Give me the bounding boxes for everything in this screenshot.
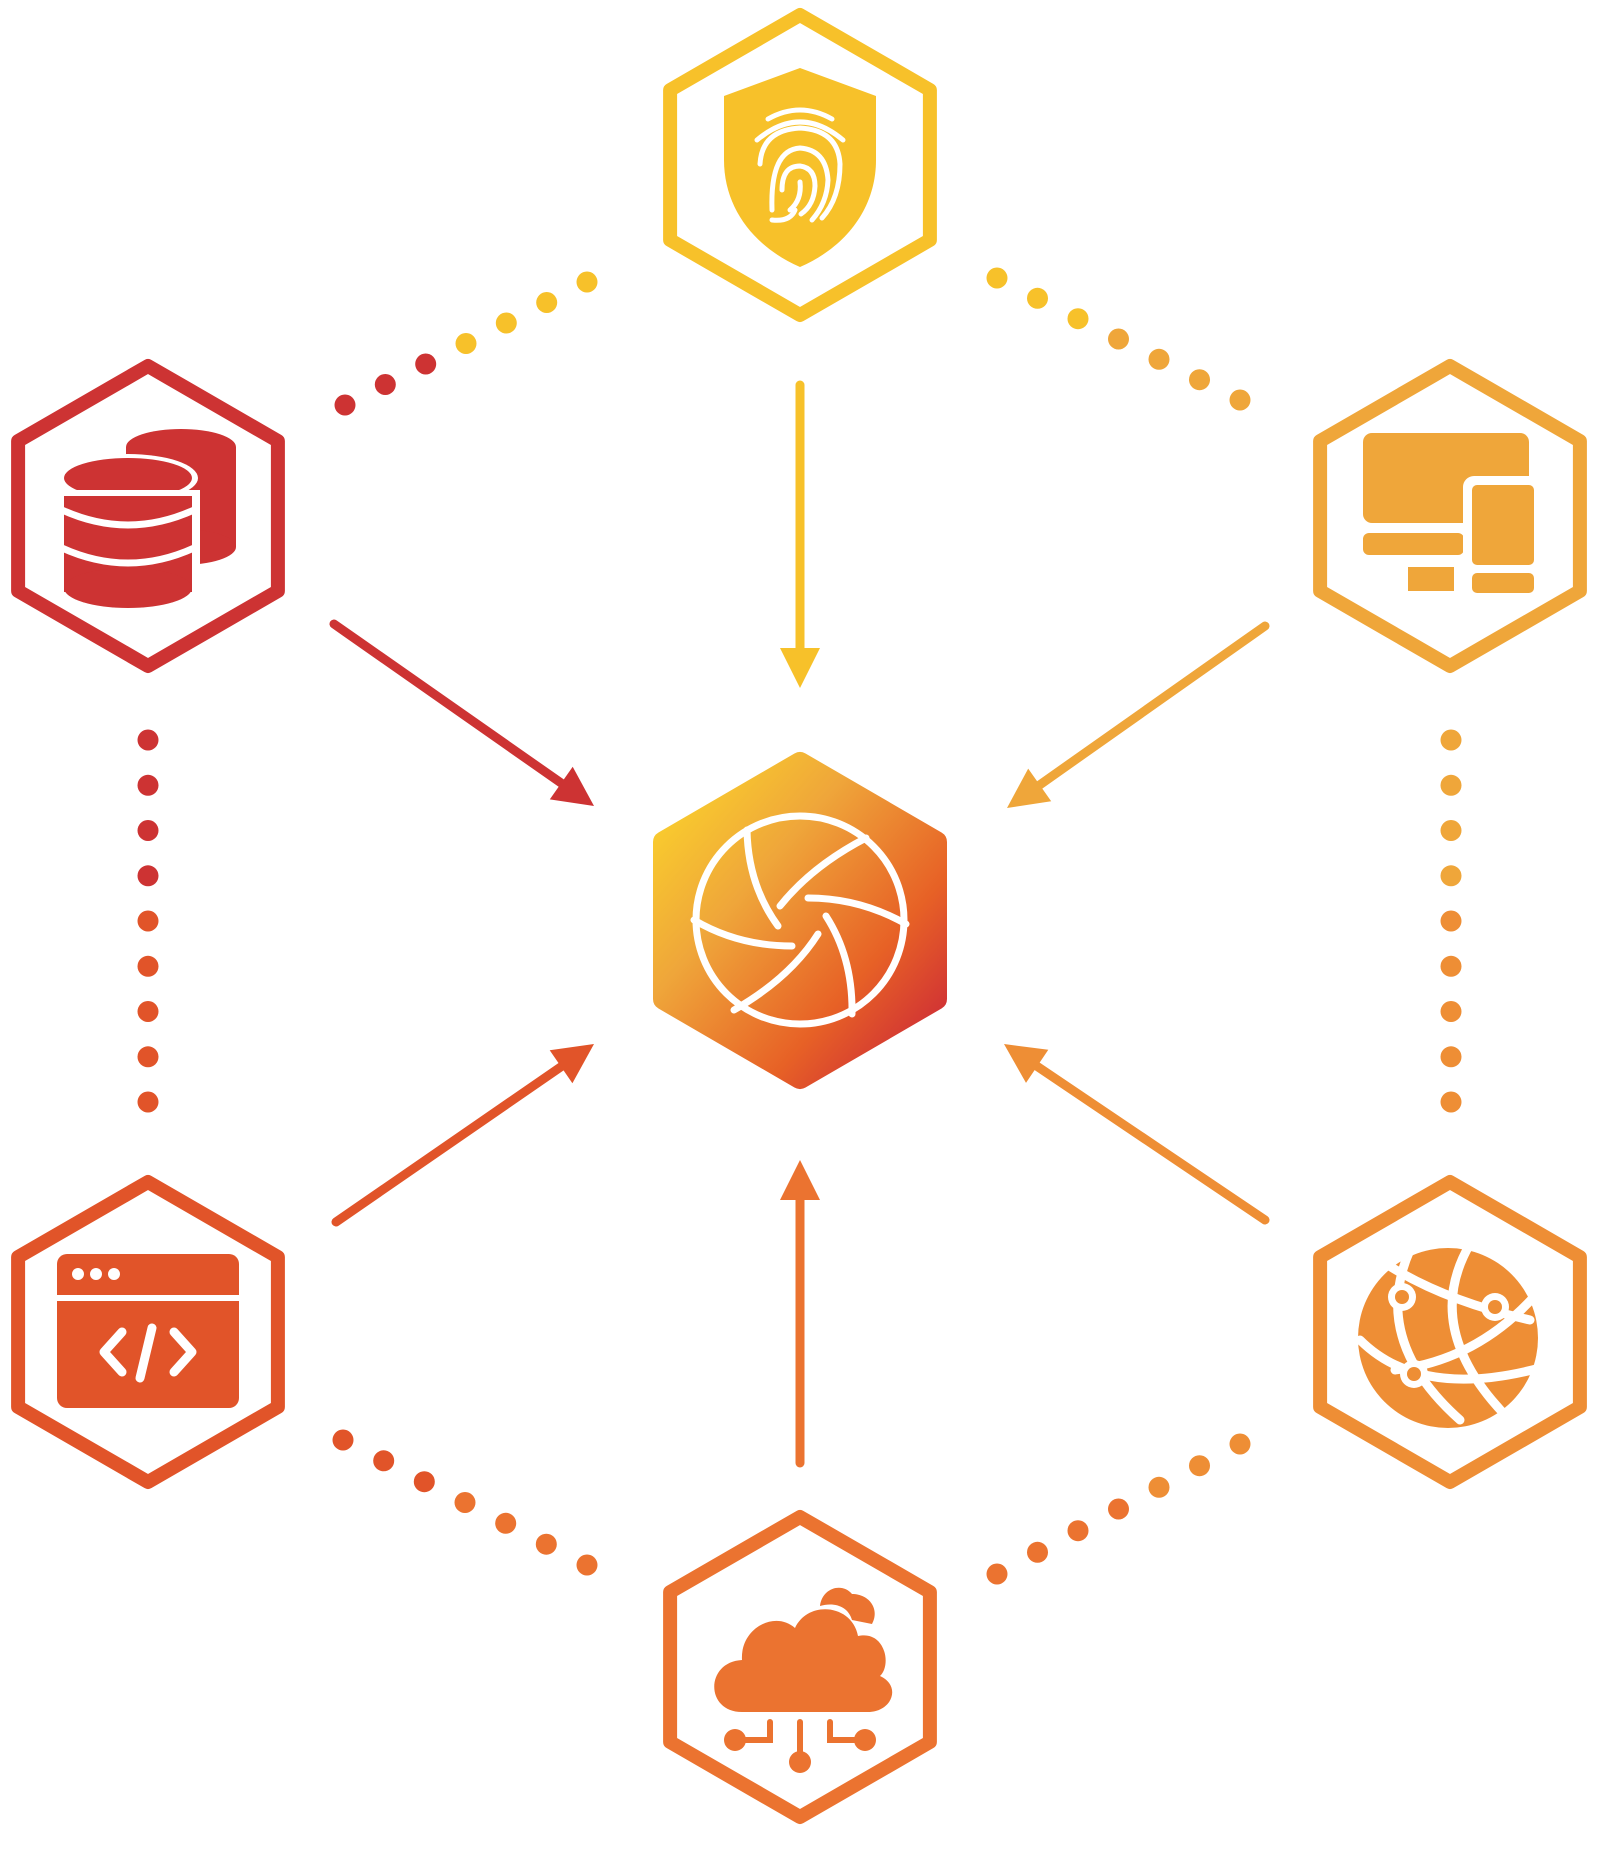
- code-window-icon: [57, 1254, 239, 1408]
- dot: [137, 955, 159, 977]
- aperture-blades: [690, 826, 910, 1018]
- window-dot-3: [108, 1268, 120, 1280]
- dot: [1440, 1091, 1462, 1113]
- monitor-chin: [1363, 533, 1464, 555]
- dot: [137, 729, 159, 751]
- dot: [332, 1429, 354, 1451]
- arrow-top-right-to-center: [1007, 621, 1270, 808]
- dot: [137, 820, 159, 841]
- dots-left-side: [137, 729, 159, 1113]
- dot: [373, 1450, 395, 1472]
- arrow-head: [780, 648, 820, 688]
- dotted-connectors: [137, 267, 1462, 1585]
- arrow-shaft: [1035, 621, 1270, 790]
- dot: [1440, 910, 1462, 932]
- dot: [1229, 1433, 1251, 1455]
- arrow-shaft: [329, 619, 566, 788]
- dot: [1440, 1001, 1462, 1022]
- dot: [1440, 774, 1462, 796]
- code-brackets: [99, 1323, 197, 1383]
- dot: [1067, 308, 1089, 330]
- circuit-node-left: [724, 1729, 746, 1751]
- cloud-circuit-icon: [714, 1587, 893, 1773]
- dot: [334, 394, 356, 416]
- dot: [137, 1001, 159, 1022]
- arrow-head: [1007, 768, 1052, 808]
- dot: [986, 267, 1008, 289]
- arrow-head: [780, 1160, 820, 1200]
- circuit-node-center: [789, 1751, 811, 1773]
- aperture-icon: [653, 752, 947, 1089]
- dots-bottom-right-to-bottom: [986, 1433, 1251, 1585]
- monitor-stand: [1408, 567, 1454, 591]
- dots-top-left-to-top: [334, 271, 598, 416]
- dot: [137, 910, 159, 932]
- dot: [1189, 1455, 1210, 1477]
- dot: [1067, 1520, 1089, 1542]
- arrow-bottom-left-to-center: [331, 1044, 594, 1227]
- cloud-shape: [714, 1609, 893, 1712]
- arrow-top-to-center: [780, 380, 820, 688]
- arrow-connectors: [329, 380, 1270, 1468]
- dot: [1148, 348, 1170, 370]
- dot: [137, 774, 159, 796]
- dot: [535, 1533, 557, 1555]
- tablet-screen: [1472, 485, 1534, 565]
- dot: [576, 1554, 598, 1576]
- arrow-bottom-to-center: [780, 1160, 820, 1468]
- dot: [1440, 729, 1462, 751]
- circuit-node-right: [854, 1729, 876, 1751]
- dot: [576, 271, 598, 293]
- arrow-head: [549, 766, 594, 806]
- cloud-small: [820, 1587, 875, 1624]
- fingerprint-lines: [754, 107, 846, 223]
- dot: [454, 1492, 476, 1513]
- dot: [137, 865, 159, 887]
- dot: [1440, 1046, 1462, 1068]
- arrow-shaft: [331, 1062, 566, 1227]
- dot: [1440, 865, 1462, 887]
- dot: [986, 1563, 1008, 1585]
- arrow-shaft: [1032, 1061, 1270, 1225]
- arrow-top-left-to-center: [329, 619, 594, 806]
- dot: [1189, 369, 1210, 391]
- dot: [1027, 1541, 1048, 1563]
- dot: [415, 353, 437, 375]
- dot: [455, 333, 477, 354]
- dots-right-side: [1440, 729, 1462, 1113]
- dot: [1108, 328, 1129, 350]
- dot: [536, 292, 558, 313]
- database-icon: [56, 429, 236, 608]
- window-divider: [57, 1295, 239, 1301]
- network-globe-icon: [1355, 1239, 1545, 1428]
- dot: [495, 312, 517, 334]
- dot: [1440, 820, 1462, 841]
- dots-top-to-top-right: [986, 267, 1251, 411]
- dot: [137, 1046, 159, 1068]
- dot: [413, 1471, 435, 1493]
- dot: [1108, 1498, 1129, 1520]
- dot: [374, 374, 396, 395]
- devices-icon: [1363, 433, 1541, 598]
- fingerprint-shield-icon: [724, 68, 876, 267]
- globe-meridians: [1355, 1239, 1545, 1425]
- window-dot-2: [90, 1268, 102, 1280]
- globe-body: [1358, 1248, 1538, 1428]
- circuit-lines: [737, 1719, 863, 1759]
- dot: [1027, 287, 1048, 309]
- dot: [1229, 389, 1251, 411]
- window-dot-1: [72, 1268, 84, 1280]
- dots-bottom-left-to-bottom: [332, 1429, 598, 1576]
- dot: [1148, 1476, 1170, 1498]
- dot: [137, 1091, 159, 1113]
- dot: [1440, 955, 1462, 977]
- tablet-base: [1472, 573, 1534, 593]
- dot: [495, 1512, 517, 1534]
- arrow-bottom-right-to-center: [1004, 1044, 1270, 1225]
- arrow-head: [549, 1044, 594, 1084]
- arrow-head: [1004, 1044, 1049, 1083]
